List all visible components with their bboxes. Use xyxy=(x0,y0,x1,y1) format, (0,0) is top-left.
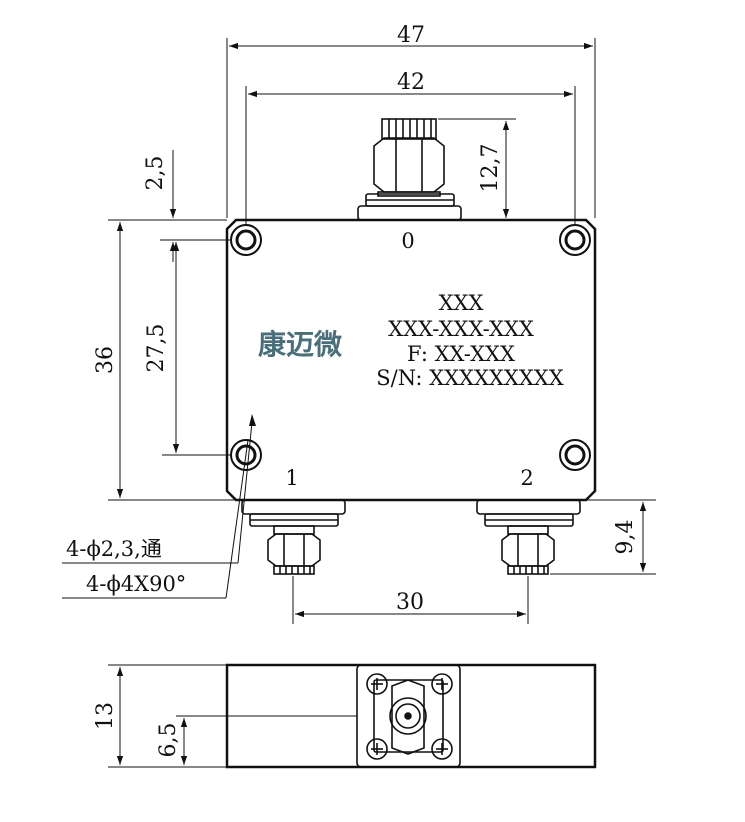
sma-connector-port0 xyxy=(357,118,462,221)
sma-connector-port1 xyxy=(241,499,346,575)
dim-overall-width-value: 47 xyxy=(397,23,425,48)
chamfer-callout-text: 4-ϕ4X90° xyxy=(86,572,186,596)
dim-side-center-value: 6,5 xyxy=(156,723,181,758)
dim-output-spacing xyxy=(292,576,529,624)
dim-hole-spacing-y-value: 27,5 xyxy=(144,324,169,373)
mounting-hole-tl xyxy=(230,224,262,256)
label-line-2: XXX-XXX-XXX xyxy=(388,317,534,341)
dim-connector-height xyxy=(438,118,516,221)
label-line-1: XXX xyxy=(439,291,484,315)
dim-output-spacing-value: 30 xyxy=(396,590,424,615)
screw-icon xyxy=(431,673,453,695)
dim-connector-height-value: 12,7 xyxy=(478,144,503,193)
dim-hole-spacing-x-value: 42 xyxy=(397,70,425,95)
flange-screws xyxy=(366,673,453,760)
dim-hole-spacing-y xyxy=(162,242,232,456)
screw-icon xyxy=(366,673,388,695)
screw-icon xyxy=(431,738,453,760)
dim-overall-width xyxy=(226,38,596,218)
dim-top-offset-value: 2,5 xyxy=(143,156,168,191)
hole-callout-text: 4-ϕ2,3,通 xyxy=(66,537,162,561)
dim-side-center xyxy=(176,715,357,765)
port-2-label: 2 xyxy=(520,466,533,490)
dim-overall-height-value: 36 xyxy=(93,346,118,374)
dim-hole-spacing-x xyxy=(245,86,576,225)
mounting-hole-tr xyxy=(559,224,591,256)
dim-bottom-connector-height xyxy=(550,499,656,575)
screw-icon xyxy=(366,738,388,760)
flange-connector xyxy=(356,664,461,768)
dim-bottom-connector-height-value: 9,4 xyxy=(613,520,638,555)
port-1-label: 1 xyxy=(285,466,298,490)
label-line-4: S/N: XXXXXXXXX xyxy=(376,366,563,390)
sma-connector-port2 xyxy=(476,499,581,575)
label-line-3: F: XX-XXX xyxy=(407,342,515,366)
brand-logo: 康迈微 xyxy=(258,328,342,361)
dim-overall-height xyxy=(108,219,236,501)
hole-callout-leaders xyxy=(62,414,256,599)
dim-top-offset xyxy=(160,150,232,262)
dim-side-height-value: 13 xyxy=(93,702,118,730)
mounting-hole-br xyxy=(559,439,591,471)
port-0-label: 0 xyxy=(401,229,414,253)
dim-side-height xyxy=(108,664,227,768)
